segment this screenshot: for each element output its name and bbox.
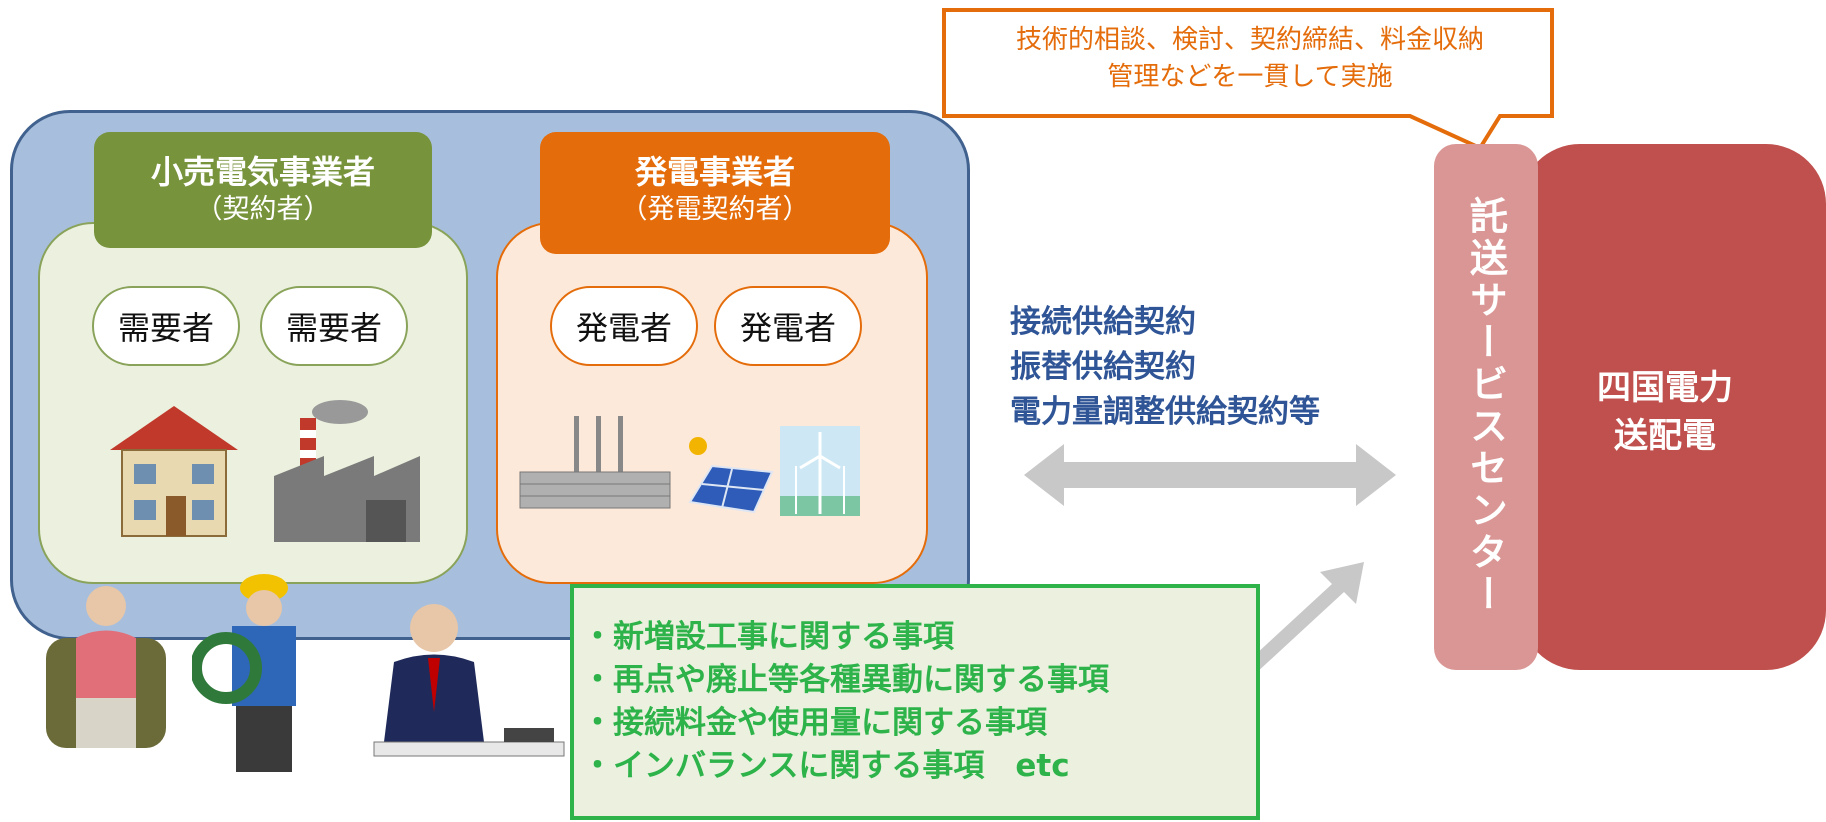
wind-turbine-icon bbox=[780, 426, 860, 516]
contract-line-2: 振替供給契約 bbox=[1010, 349, 1196, 385]
person-icon bbox=[46, 586, 166, 748]
matters-item: ・新増設工事に関する事項 bbox=[582, 619, 954, 655]
generator-header: 発電事業者 （発電契約者） bbox=[540, 132, 890, 254]
consumer-pill: 需要者 bbox=[92, 286, 240, 366]
consumer-pill: 需要者 bbox=[260, 286, 408, 366]
callout-line-1: 技術的相談、検討、契約締結、料金収納 bbox=[1015, 25, 1484, 55]
factory-icon bbox=[274, 400, 420, 542]
matters-item: ・接続料金や使用量に関する事項 bbox=[582, 705, 1047, 741]
matters-list: ・新増設工事に関する事項 ・再点や廃止等各種異動に関する事項 ・接続料金や使用量… bbox=[582, 616, 1109, 788]
center-label: 託送サービスセンター bbox=[1463, 196, 1508, 616]
person-icon bbox=[373, 604, 565, 757]
contract-double-arrow bbox=[1024, 444, 1396, 506]
house-icon bbox=[110, 406, 238, 537]
contract-line-1: 接続供給契約 bbox=[1010, 304, 1196, 340]
utility-block bbox=[1520, 144, 1826, 670]
contract-line-3: 電力量調整供給契約等 bbox=[1010, 394, 1320, 430]
generator-title: 発電事業者 bbox=[634, 153, 795, 191]
person-icon bbox=[192, 574, 296, 772]
generator-panel bbox=[496, 222, 928, 584]
utility-line-2: 送配電 bbox=[1614, 416, 1716, 456]
generator-subtitle: （発電契約者） bbox=[620, 194, 810, 225]
callout-bubble bbox=[942, 8, 1554, 151]
callout-line-2: 管理などを一貫して実施 bbox=[1107, 62, 1393, 92]
matters-item: ・再点や廃止等各種異動に関する事項 bbox=[582, 662, 1109, 698]
generator-pill: 発電者 bbox=[714, 286, 862, 366]
matters-box bbox=[570, 584, 1260, 820]
generator-pill: 発電者 bbox=[550, 286, 698, 366]
retail-subtitle: （契約者） bbox=[195, 194, 331, 225]
contract-list: 接続供給契約 振替供給契約 電力量調整供給契約等 bbox=[1010, 300, 1320, 435]
retail-header: 小売電気事業者 （契約者） bbox=[94, 132, 432, 248]
solar-panel-icon bbox=[688, 437, 774, 514]
callout-text: 技術的相談、検討、契約締結、料金収納 管理などを一貫して実施 bbox=[960, 22, 1540, 96]
utility-label: 四国電力 送配電 bbox=[1545, 364, 1785, 460]
retail-title: 小売電気事業者 bbox=[150, 153, 375, 191]
power-plant-icon bbox=[519, 416, 671, 509]
matters-item: ・インバランスに関する事項 etc bbox=[582, 748, 1070, 784]
center-block bbox=[1434, 144, 1538, 670]
utility-line-1: 四国電力 bbox=[1597, 368, 1733, 408]
